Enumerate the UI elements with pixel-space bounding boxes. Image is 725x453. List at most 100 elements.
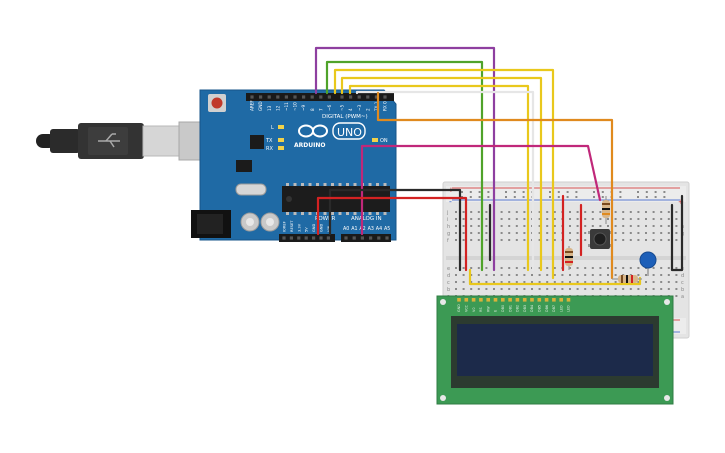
breadboard-hole[interactable] (569, 225, 571, 227)
breadboard-hole[interactable] (523, 211, 526, 213)
breadboard-hole[interactable] (523, 225, 526, 227)
lcd-pin[interactable] (493, 298, 498, 302)
breadboard-hole[interactable] (485, 218, 488, 220)
breadboard-hole[interactable] (546, 288, 549, 290)
breadboard-hole[interactable] (493, 274, 495, 276)
breadboard-hole[interactable] (675, 218, 678, 220)
breadboard-hole[interactable] (629, 218, 632, 220)
breadboard-hole[interactable] (500, 274, 503, 276)
breadboard-hole[interactable] (607, 281, 609, 283)
breadboard-hole[interactable] (470, 232, 473, 234)
rail-hole[interactable] (575, 191, 578, 193)
wire-purple[interactable] (314, 46, 496, 272)
breadboard-hole[interactable] (538, 218, 541, 220)
breadboard-hole[interactable] (675, 281, 678, 283)
breadboard-hole[interactable] (561, 281, 564, 283)
breadboard-hole[interactable] (576, 274, 579, 276)
breadboard-hole[interactable] (645, 211, 647, 213)
breadboard-hole[interactable] (470, 288, 473, 290)
breadboard-hole[interactable] (538, 267, 541, 269)
breadboard-hole[interactable] (462, 274, 465, 276)
breadboard-hole[interactable] (538, 232, 541, 234)
breadboard-hole[interactable] (569, 218, 571, 220)
breadboard-hole[interactable] (485, 239, 488, 241)
breadboard-hole[interactable] (637, 267, 640, 269)
breadboard-hole[interactable] (485, 281, 488, 283)
breadboard-hole[interactable] (546, 218, 549, 220)
breadboard-hole[interactable] (675, 267, 678, 269)
lcd-pin[interactable] (479, 298, 483, 302)
breadboard-hole[interactable] (599, 218, 602, 220)
breadboard-hole[interactable] (667, 232, 670, 234)
breadboard-hole[interactable] (470, 218, 473, 220)
wire-yellow-lcd[interactable] (468, 268, 642, 286)
breadboard-hole[interactable] (569, 239, 571, 241)
breadboard-hole[interactable] (515, 225, 518, 227)
breadboard-hole[interactable] (591, 211, 594, 213)
power-pin-hole[interactable] (326, 236, 330, 240)
breadboard-hole[interactable] (591, 267, 594, 269)
breadboard-hole[interactable] (667, 211, 670, 213)
digital-pin-hole[interactable] (302, 95, 306, 99)
breadboard-hole[interactable] (553, 232, 556, 234)
breadboard-hole[interactable] (477, 232, 480, 234)
rail-hole[interactable] (645, 191, 648, 193)
breadboard-hole[interactable] (591, 288, 594, 290)
breadboard-hole[interactable] (546, 232, 549, 234)
breadboard-hole[interactable] (485, 232, 488, 234)
breadboard-hole[interactable] (622, 225, 625, 227)
lcd-pin[interactable] (457, 298, 461, 302)
breadboard-hole[interactable] (455, 211, 457, 213)
breadboard-hole[interactable] (645, 225, 647, 227)
breadboard-hole[interactable] (508, 267, 511, 269)
breadboard-hole[interactable] (675, 274, 678, 276)
breadboard-hole[interactable] (614, 274, 617, 276)
breadboard-hole[interactable] (652, 281, 655, 283)
analog-pin-hole[interactable] (369, 236, 373, 240)
breadboard-hole[interactable] (622, 267, 625, 269)
wire-black-3[interactable] (670, 194, 684, 272)
rail-hole[interactable] (593, 196, 595, 198)
analog-pin-hole[interactable] (385, 236, 389, 240)
breadboard-hole[interactable] (675, 225, 678, 227)
breadboard-hole[interactable] (485, 267, 488, 269)
breadboard-hole[interactable] (485, 288, 488, 290)
breadboard-hole[interactable] (607, 274, 609, 276)
breadboard-hole[interactable] (660, 232, 663, 234)
breadboard-hole[interactable] (462, 225, 465, 227)
breadboard-hole[interactable] (553, 211, 556, 213)
lcd-pin[interactable] (530, 298, 534, 302)
breadboard-hole[interactable] (523, 267, 526, 269)
breadboard-hole[interactable] (515, 232, 518, 234)
resistor-3[interactable] (612, 275, 642, 283)
rail-hole[interactable] (505, 196, 507, 198)
breadboard-hole[interactable] (652, 239, 655, 241)
breadboard-hole[interactable] (629, 267, 632, 269)
breadboard-hole[interactable] (614, 281, 617, 283)
breadboard-hole[interactable] (584, 232, 587, 234)
rail-hole[interactable] (469, 196, 472, 198)
rail-hole[interactable] (557, 191, 560, 193)
rail-hole[interactable] (575, 196, 578, 198)
breadboard-hole[interactable] (660, 288, 663, 290)
breadboard-hole[interactable] (622, 288, 625, 290)
rail-hole[interactable] (505, 191, 507, 193)
breadboard-hole[interactable] (614, 211, 617, 213)
breadboard-hole[interactable] (629, 225, 632, 227)
power-pin-hole[interactable] (319, 236, 323, 240)
breadboard-hole[interactable] (477, 281, 480, 283)
digital-pin-hole[interactable] (293, 95, 297, 99)
potentiometer-knob[interactable] (639, 251, 657, 269)
breadboard-hole[interactable] (546, 274, 549, 276)
breadboard-hole[interactable] (645, 239, 647, 241)
rail-hole[interactable] (566, 196, 569, 198)
breadboard-hole[interactable] (500, 225, 503, 227)
breadboard-hole[interactable] (584, 274, 587, 276)
breadboard-hole[interactable] (500, 232, 503, 234)
lcd-pin[interactable] (501, 298, 505, 302)
breadboard-hole[interactable] (637, 239, 640, 241)
lcd-pin[interactable] (552, 298, 556, 302)
wire-green[interactable] (325, 60, 484, 272)
breadboard-hole[interactable] (652, 218, 655, 220)
breadboard-hole[interactable] (500, 239, 503, 241)
